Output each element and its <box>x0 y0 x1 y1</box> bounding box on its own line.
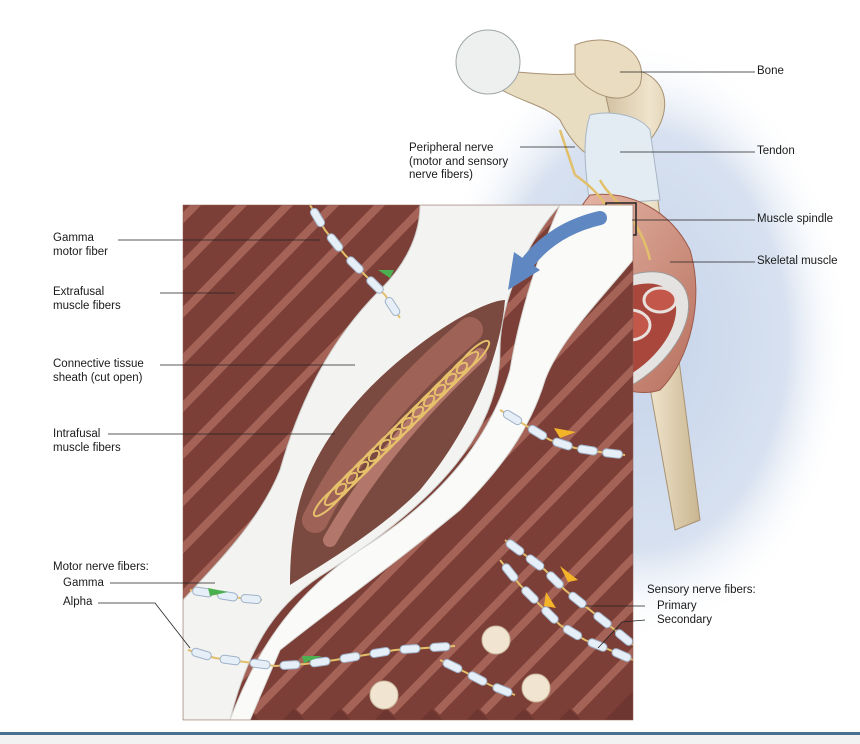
myelin-segment <box>611 648 632 662</box>
label-extrafusal: Extrafusal muscle fibers <box>53 286 121 312</box>
coil-loop <box>367 427 403 463</box>
nerve-fibers <box>187 205 633 697</box>
label-peripheral-nerve: Peripheral nerve (motor and sensory nerv… <box>409 142 509 181</box>
myelin-segment <box>546 571 564 589</box>
label-gamma: Gamma <box>63 577 104 589</box>
myelin-segment <box>587 638 608 652</box>
green-arrow-gamma-top <box>378 270 394 278</box>
alpha-motor-nerve <box>187 642 456 670</box>
label-skeletal-muscle: Skeletal muscle <box>757 255 838 267</box>
myelin-segment <box>442 658 463 674</box>
myelin-segment <box>527 424 548 441</box>
bottom-bar <box>0 732 860 744</box>
myelin-segment <box>339 652 361 663</box>
magnification-arrow <box>521 211 607 269</box>
myelin-segment <box>191 647 212 661</box>
myelin-segment <box>309 656 331 668</box>
sensory-nerve-upper <box>499 409 626 459</box>
yellow-arrow-1 <box>554 428 576 438</box>
extrafusal-fiber <box>384 453 633 720</box>
extrafusal-fiber <box>246 312 633 720</box>
extrafusal-fiber <box>183 205 234 257</box>
coil-loop <box>389 405 425 441</box>
label-connective-tissue: Connective tissue sheath (cut open) <box>53 358 144 384</box>
coil-loop <box>411 383 447 419</box>
myelin-segment <box>577 444 598 456</box>
coil-loop <box>356 438 392 474</box>
extrafusal-fiber <box>183 205 326 351</box>
gamma-motor-nerve-bottom <box>189 586 263 605</box>
myelin-segment <box>521 586 539 604</box>
extrafusal-fiber <box>338 406 633 720</box>
coil-loop <box>345 449 381 485</box>
extrafusal-fiber <box>522 595 633 720</box>
magnified-view <box>183 205 633 720</box>
label-secondary: Secondary <box>657 614 712 626</box>
myelin-segment <box>240 593 262 605</box>
myelin-segment <box>346 256 364 274</box>
myelin-segment <box>602 448 623 459</box>
magnification-arrowhead <box>508 252 540 290</box>
label-motor-nerve-heading: Motor nerve fibers: <box>53 561 149 573</box>
leader-lines <box>98 71 755 649</box>
myelin-segment <box>249 658 271 670</box>
yellow-arrow-3 <box>544 592 556 608</box>
motor-end-plates <box>369 625 551 710</box>
myelin-segment <box>562 624 583 641</box>
coil-loop <box>378 416 414 452</box>
yellow-arrow-2 <box>560 566 578 582</box>
label-intrafusal: Intrafusal muscle fibers <box>53 428 121 454</box>
coil-loop <box>422 372 458 408</box>
coil-loop <box>312 482 348 518</box>
myelin-segment <box>429 642 451 652</box>
coil-loop <box>455 339 491 375</box>
myelin-segment <box>366 276 384 294</box>
label-bone: Bone <box>757 65 784 77</box>
myelin-segment <box>399 644 421 654</box>
myelin-segment <box>525 554 545 571</box>
sensory-nerve-secondary <box>499 559 633 662</box>
myelin-segment <box>501 563 519 582</box>
alpha-branch <box>439 658 516 697</box>
myelin-segment <box>492 683 513 697</box>
extrafusal-fiber <box>183 205 418 446</box>
extrafusal-fiber <box>476 548 633 720</box>
gamma-motor-nerve-top <box>309 205 401 319</box>
coil-loop <box>400 394 436 430</box>
myelin-segment <box>467 671 488 686</box>
extrafusal-fiber <box>292 359 633 720</box>
myelin-segment <box>502 409 523 426</box>
myelin-segment <box>309 207 326 228</box>
extrafusal-fiber <box>183 205 280 304</box>
extrafusal-fiber <box>430 500 633 720</box>
myelin-segment <box>219 654 241 666</box>
myelin-segment <box>384 296 401 317</box>
annulospiral-endings <box>312 339 491 518</box>
myelin-segment <box>593 611 612 629</box>
label-alpha: Alpha <box>63 596 93 608</box>
green-arrow-alpha <box>302 656 322 663</box>
myelin-segment <box>326 233 344 252</box>
extrafusal-fiber <box>183 205 372 398</box>
label-primary: Primary <box>657 600 697 612</box>
label-tendon: Tendon <box>757 145 795 157</box>
coil-loop <box>334 460 370 496</box>
label-muscle-spindle: Muscle spindle <box>757 213 834 225</box>
myelin-segment <box>217 590 238 602</box>
myelin-segment <box>279 660 301 670</box>
green-arrow-gamma-bottom <box>208 588 228 596</box>
myelin-segment <box>552 437 573 451</box>
myelin-segment <box>505 539 525 556</box>
coil-loop <box>433 361 469 397</box>
label-gamma-motor-fiber: Gamma motor fiber <box>53 232 108 258</box>
myelin-segment <box>614 629 633 646</box>
myelin-segment <box>541 606 559 624</box>
myelin-segment <box>369 647 391 658</box>
coil-loop <box>323 471 359 507</box>
label-sensory-heading: Sensory nerve fibers: <box>647 584 756 596</box>
coil-loop <box>444 350 480 386</box>
